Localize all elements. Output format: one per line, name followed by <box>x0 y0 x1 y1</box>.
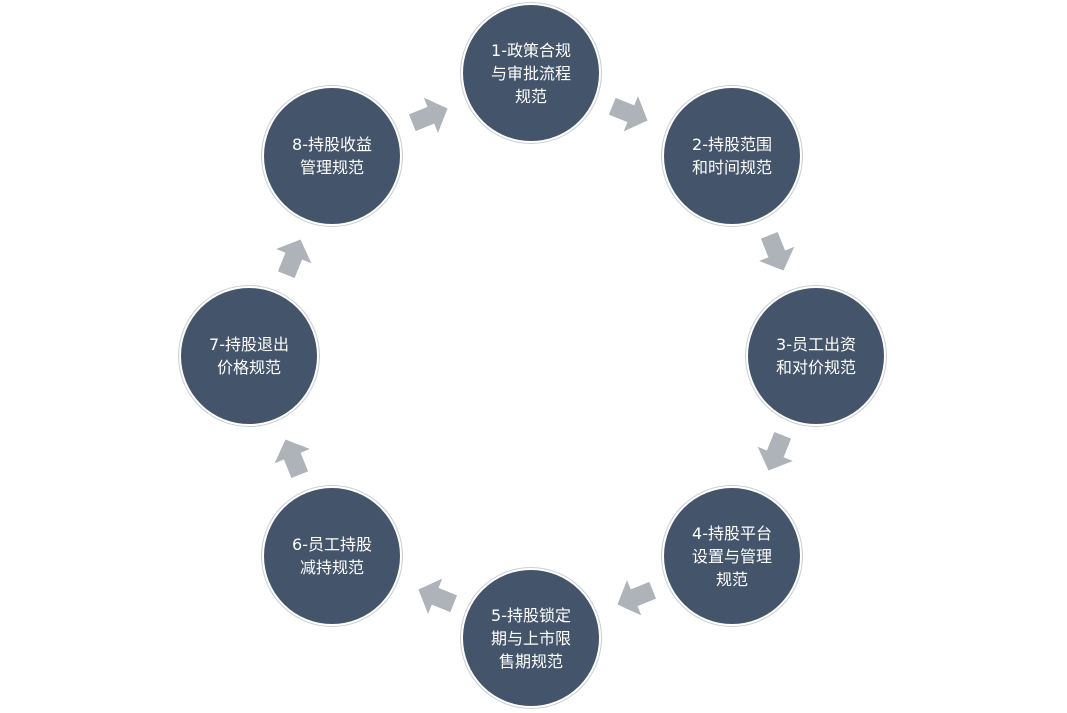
node-7: 7-持股退出 价格规范 <box>179 286 319 426</box>
block-arrow-icon-2 <box>759 231 795 271</box>
node-6-label: 6-员工持股 减持规范 <box>292 535 372 577</box>
block-arrow-icon-6 <box>274 439 310 479</box>
block-arrow-icon-4 <box>617 580 657 616</box>
node-3: 3-员工出资 和对价规范 <box>746 286 886 426</box>
node-5: 5-持股锁定 期与上市限 售期规范 <box>461 568 601 708</box>
node-3-label: 3-员工出资 和对价规范 <box>775 335 856 377</box>
node-8-label: 8-持股收益 管理规范 <box>292 135 372 177</box>
node-1-label: 1-政策合规 与审批流程 规范 <box>490 40 571 106</box>
node-7-label: 7-持股退出 价格规范 <box>209 335 289 377</box>
node-1: 1-政策合规 与审批流程 规范 <box>461 3 601 143</box>
node-2: 2-持股范围 和时间规范 <box>662 86 802 226</box>
node-4: 4-持股平台 设置与管理 规范 <box>662 486 802 626</box>
block-arrow-icon-5 <box>418 578 458 614</box>
node-8: 8-持股收益 管理规范 <box>262 86 402 226</box>
node-5-label: 5-持股锁定 期与上市限 售期规范 <box>490 605 571 671</box>
block-arrow-icon-7 <box>276 239 312 279</box>
node-4-label: 4-持股平台 设置与管理 规范 <box>691 523 772 589</box>
node-2-label: 2-持股范围 和时间规范 <box>691 135 772 177</box>
block-arrow-icon-8 <box>408 97 448 133</box>
block-arrow-icon-3 <box>757 431 793 471</box>
node-6: 6-员工持股 减持规范 <box>262 486 402 626</box>
block-arrow-icon-1 <box>608 96 648 132</box>
